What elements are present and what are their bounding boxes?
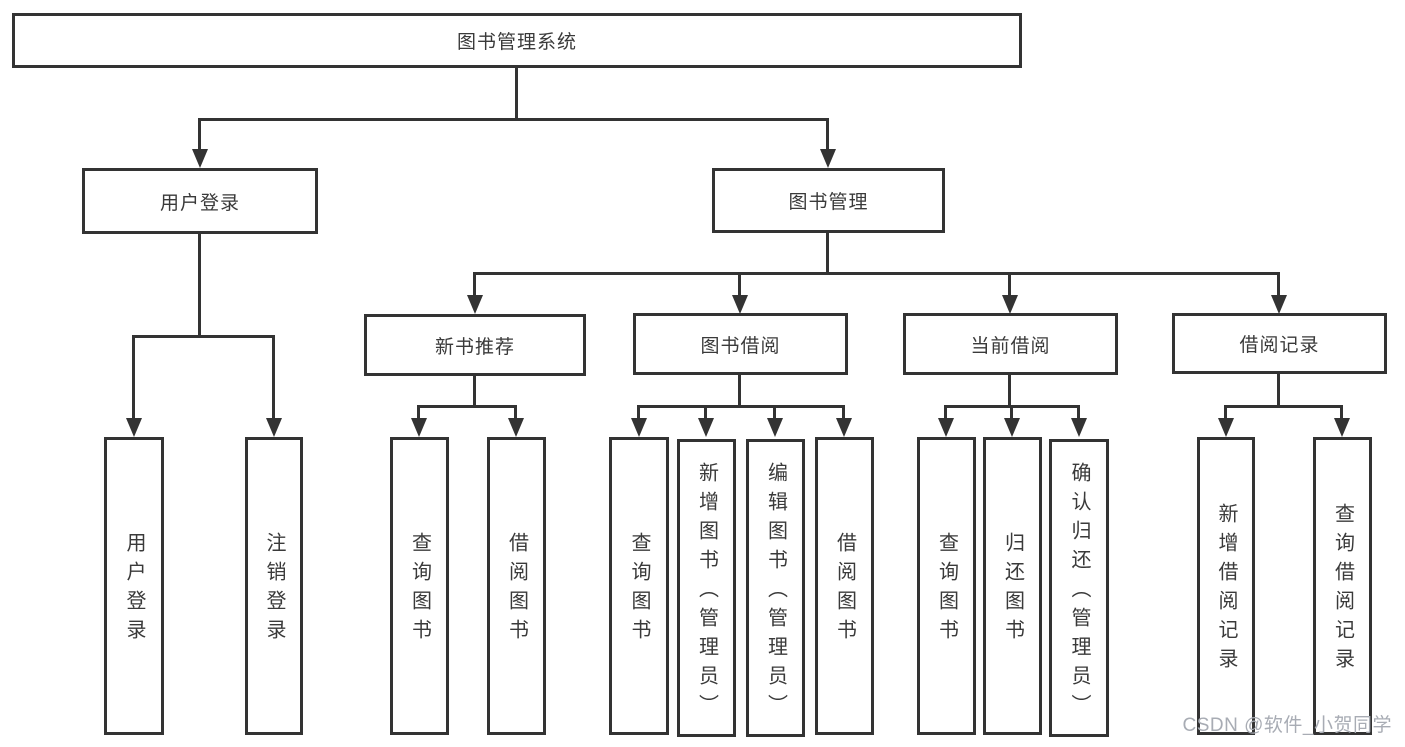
node-query-book-borrow: 查询图书	[609, 437, 669, 735]
node-borrow-record: 借阅记录	[1172, 313, 1387, 374]
node-edit-book-admin: 编辑图书（管理员）	[746, 439, 805, 737]
connector-line	[198, 234, 201, 335]
connector-line	[704, 405, 707, 421]
arrow-down-icon	[631, 418, 647, 437]
arrow-down-icon	[192, 149, 208, 168]
connector-line	[842, 405, 845, 421]
connector-line	[944, 405, 947, 421]
node-borrow-book-leaf: 借阅图书	[815, 437, 874, 735]
connector-line	[826, 233, 829, 272]
connector-line	[417, 405, 517, 408]
arrow-down-icon	[266, 418, 282, 437]
connector-line	[1224, 405, 1343, 408]
connector-line	[473, 376, 476, 405]
connector-line	[1008, 272, 1011, 298]
connector-line	[417, 405, 420, 421]
node-logout-leaf: 注销登录	[245, 437, 303, 735]
arrow-down-icon	[820, 149, 836, 168]
connector-line	[1340, 405, 1343, 421]
node-library-system: 图书管理系统	[12, 13, 1022, 68]
connector-line	[515, 68, 518, 118]
connector-line	[132, 335, 135, 421]
node-add-borrow-record: 新增借阅记录	[1197, 437, 1255, 735]
connector-line	[1010, 405, 1013, 421]
arrow-down-icon	[1271, 295, 1287, 314]
arrow-down-icon	[732, 295, 748, 314]
arrow-down-icon	[698, 418, 714, 437]
connector-line	[637, 405, 640, 421]
connector-line	[132, 335, 275, 338]
connector-line	[473, 272, 1280, 275]
connector-line	[1077, 405, 1080, 421]
connector-line	[1224, 405, 1227, 421]
connector-line	[738, 272, 741, 298]
arrow-down-icon	[938, 418, 954, 437]
connector-line	[198, 118, 201, 152]
connector-line	[514, 405, 517, 421]
arrow-down-icon	[1004, 418, 1020, 437]
arrow-down-icon	[1334, 418, 1350, 437]
connector-line	[272, 335, 275, 421]
node-current-borrow: 当前借阅	[903, 313, 1118, 375]
connector-line	[1008, 375, 1011, 405]
connector-line	[1277, 272, 1280, 298]
connector-line	[738, 375, 741, 405]
node-query-borrow-record: 查询借阅记录	[1313, 437, 1372, 735]
arrow-down-icon	[126, 418, 142, 437]
connector-line	[826, 118, 829, 152]
node-borrow-book-recommend: 借阅图书	[487, 437, 546, 735]
node-book-borrow: 图书借阅	[633, 313, 848, 375]
connector-line	[773, 405, 776, 421]
arrow-down-icon	[508, 418, 524, 437]
arrow-down-icon	[411, 418, 427, 437]
node-user-login-leaf: 用户登录	[104, 437, 164, 735]
connector-line	[637, 405, 845, 408]
arrow-down-icon	[1218, 418, 1234, 437]
node-user-login: 用户登录	[82, 168, 318, 234]
csdn-watermark: CSDN @软件_小贺同学	[1182, 715, 1392, 736]
node-book-management: 图书管理	[712, 168, 945, 233]
arrow-down-icon	[767, 418, 783, 437]
node-add-book-admin: 新增图书（管理员）	[677, 439, 736, 737]
node-confirm-return-admin: 确认归还（管理员）	[1049, 439, 1109, 737]
connector-line	[473, 272, 476, 298]
node-query-book-recommend: 查询图书	[390, 437, 449, 735]
arrow-down-icon	[467, 295, 483, 314]
node-query-book-current: 查询图书	[917, 437, 976, 735]
connector-line	[198, 118, 829, 121]
arrow-down-icon	[1071, 418, 1087, 437]
connector-line	[1277, 374, 1280, 405]
arrow-down-icon	[1002, 295, 1018, 314]
node-new-book-recommend: 新书推荐	[364, 314, 586, 376]
node-return-book: 归还图书	[983, 437, 1042, 735]
arrow-down-icon	[836, 418, 852, 437]
